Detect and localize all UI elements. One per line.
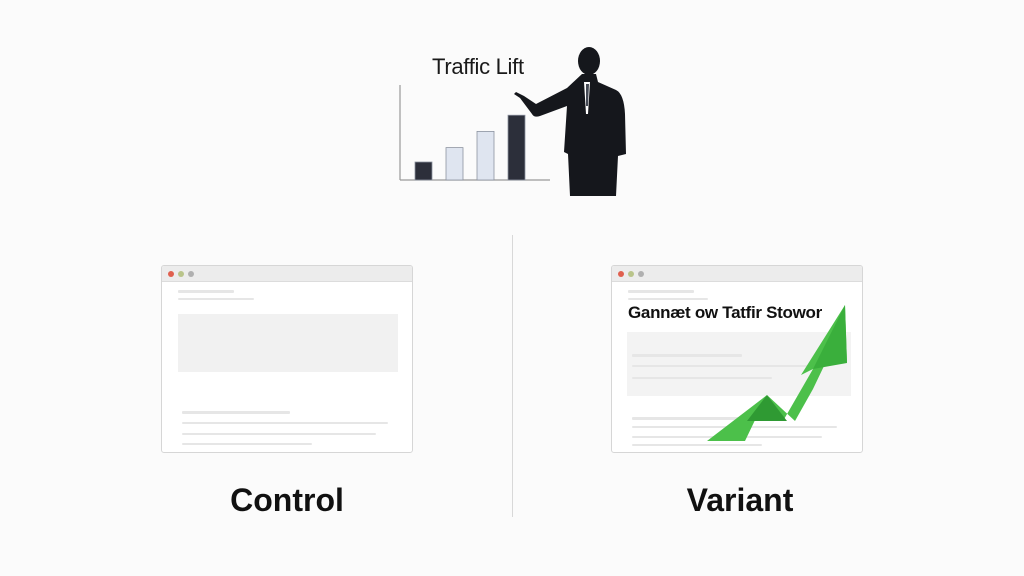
close-dot-icon <box>168 271 174 277</box>
control-label: Control <box>230 482 344 518</box>
variant-headline: Gannæt ow Tatfir Stowor <box>628 303 822 322</box>
divider <box>512 235 513 517</box>
bar-4 <box>507 114 526 181</box>
title-bar <box>162 266 412 282</box>
businessman-pointing-icon <box>514 47 626 196</box>
close-dot-icon <box>618 271 624 277</box>
bar-1 <box>414 161 433 181</box>
bar-chart <box>399 85 550 181</box>
control-browser-window <box>161 265 413 453</box>
title-bar <box>612 266 862 282</box>
bar-2 <box>445 147 464 181</box>
green-up-arrow-icon <box>707 305 847 441</box>
maximize-dot-icon <box>638 271 644 277</box>
chart-title: Traffic Lift <box>432 54 524 79</box>
hero-placeholder <box>178 314 398 372</box>
maximize-dot-icon <box>188 271 194 277</box>
minimize-dot-icon <box>178 271 184 277</box>
minimize-dot-icon <box>628 271 634 277</box>
bar-3 <box>476 131 495 181</box>
variant-label: Variant <box>686 482 794 518</box>
